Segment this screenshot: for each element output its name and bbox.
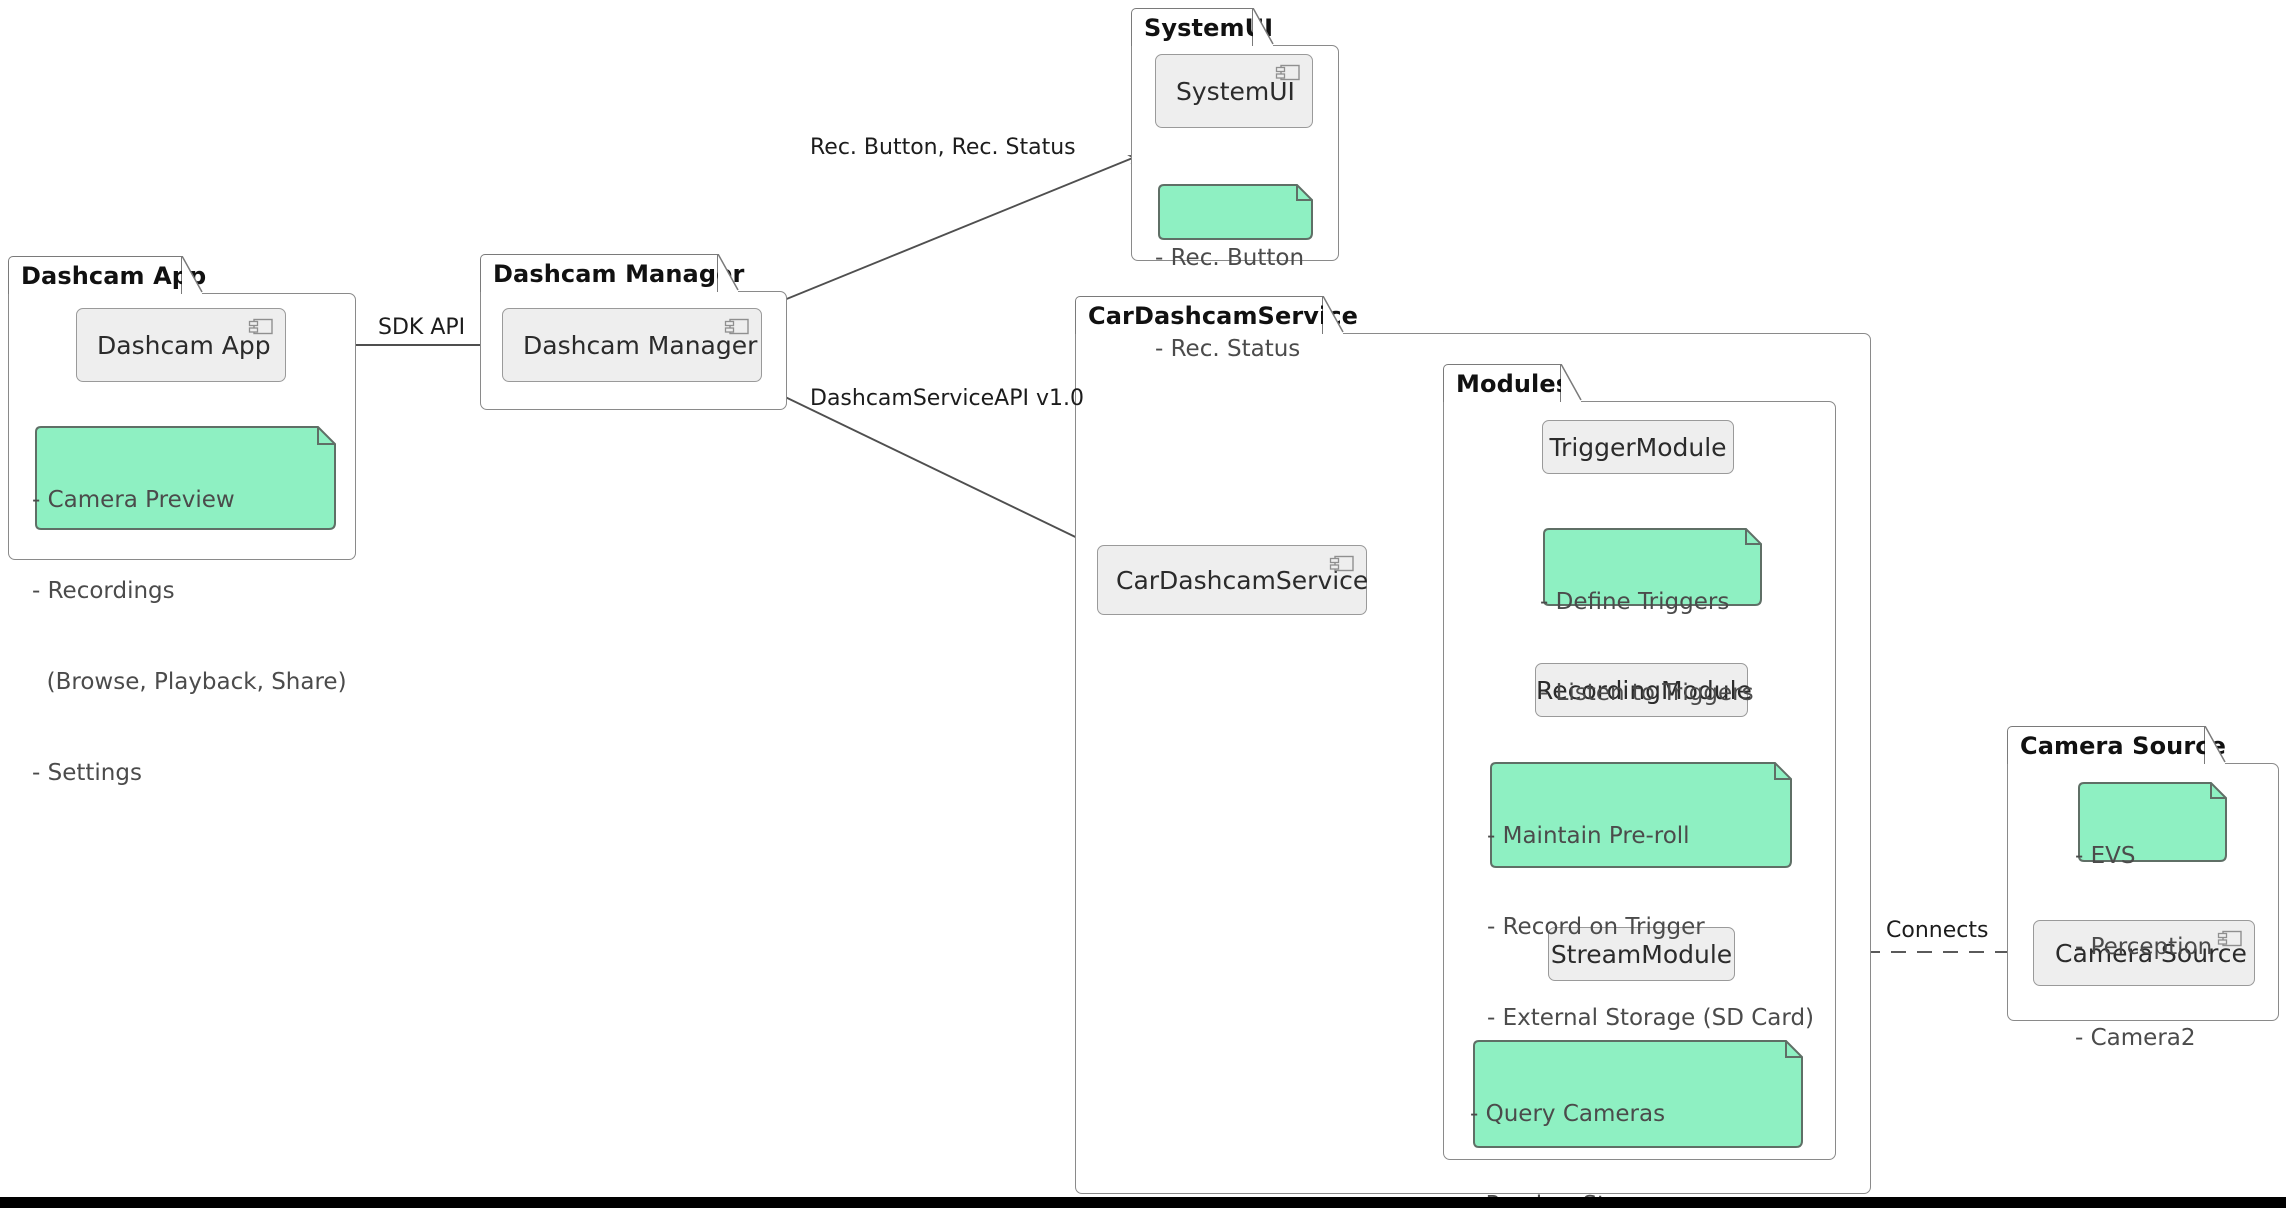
package-label-dashcam-manager: Dashcam Manager [493, 259, 745, 288]
package-label-dashcam-app: Dashcam App [21, 261, 207, 290]
package-tab-slant-car-dashcam-service [1323, 296, 1345, 334]
component-label-dashcam-app: Dashcam App [97, 330, 271, 360]
component-icon [1329, 555, 1355, 573]
component-dashcam-app[interactable]: Dashcam App [76, 308, 286, 382]
package-tab-slant-modules [1561, 364, 1583, 402]
component-recording-module[interactable]: RecordingModule [1535, 663, 1752, 717]
component-icon [1275, 64, 1301, 82]
note-shape [1487, 760, 1794, 870]
note-shape [1470, 1038, 1806, 1150]
component-label-trigger-module: TriggerModule [1549, 432, 1727, 462]
note-shape [2075, 780, 2229, 864]
note-text-system-ui: - Rec. Button - Rec. Status [1155, 244, 1305, 362]
component-label-car-dashcam-service: CarDashcamService [1116, 565, 1369, 595]
edge-label-connects: Connects [1886, 918, 1989, 943]
package-tab-slant-system-ui [1253, 8, 1275, 46]
component-trigger-module[interactable]: TriggerModule [1542, 420, 1734, 474]
note-trigger-module: - Define Triggers - Listen to Triggers -… [1540, 526, 1764, 797]
component-icon [2217, 930, 2243, 948]
package-label-modules: Modules [1456, 369, 1571, 398]
component-car-dashcam-service[interactable]: CarDashcamService [1097, 545, 1369, 615]
edge-label-rec-button-status: Rec. Button, Rec. Status [810, 135, 1076, 160]
component-system-ui[interactable]: SystemUI [1155, 54, 1313, 128]
note-text-dashcam-app: - Camera Preview - Recordings (Browse, P… [32, 486, 347, 786]
component-stream-module[interactable]: StreamModule [1548, 927, 1735, 981]
connector-rec-button-status [739, 154, 1141, 319]
component-icon [248, 318, 274, 336]
component-label-stream-module: StreamModule [1550, 939, 1733, 969]
package-label-camera-source: Camera Source [2020, 731, 2226, 760]
note-camera-source: - EVS - Perception - Camera2 [2075, 780, 2229, 1051]
component-camera-source[interactable]: Camera Source [2033, 920, 2255, 986]
note-system-ui: - Rec. Button - Rec. Status [1155, 182, 1315, 362]
package-tab-slant-dashcam-manager [718, 254, 740, 292]
note-shape [32, 424, 338, 532]
component-label-system-ui: SystemUI [1176, 76, 1295, 106]
package-label-car-dashcam-service: CarDashcamService [1088, 301, 1359, 330]
package-tab-car-dashcam-service: CarDashcamService [1075, 296, 1358, 334]
component-icon [724, 318, 750, 336]
component-label-recording-module: RecordingModule [1536, 675, 1752, 705]
note-stream-module: - Query Cameras - Preview Stream - Snaps… [1470, 1038, 1806, 1208]
note-dashcam-app: - Camera Preview - Recordings (Browse, P… [32, 424, 347, 786]
package-tab-system-ui: SystemUI [1131, 8, 1273, 46]
package-tab-dashcam-app: Dashcam App [8, 256, 206, 294]
package-tab-camera-source: Camera Source [2007, 726, 2226, 764]
component-label-camera-source: Camera Source [2055, 938, 2247, 968]
component-dashcam-manager[interactable]: Dashcam Manager [502, 308, 762, 382]
note-shape [1155, 182, 1315, 242]
edge-label-sdk-api: SDK API [378, 315, 466, 340]
package-tab-slant-camera-source [2205, 726, 2227, 764]
package-tab-modules: Modules [1443, 364, 1570, 402]
package-label-system-ui: SystemUI [1144, 13, 1274, 42]
note-text-camera-source: - EVS - Perception - Camera2 [2075, 842, 2213, 1051]
note-recording-module: - Maintain Pre-roll - Record on Trigger … [1487, 760, 1814, 1122]
edge-label-dashcam-service-api: DashcamServiceAPI v1.0 [810, 386, 1084, 411]
note-shape [1540, 526, 1764, 608]
package-tab-dashcam-manager: Dashcam Manager [480, 254, 744, 292]
component-label-dashcam-manager: Dashcam Manager [523, 330, 758, 360]
bottom-band [0, 1197, 2286, 1208]
package-tab-slant-dashcam-app [182, 256, 204, 294]
